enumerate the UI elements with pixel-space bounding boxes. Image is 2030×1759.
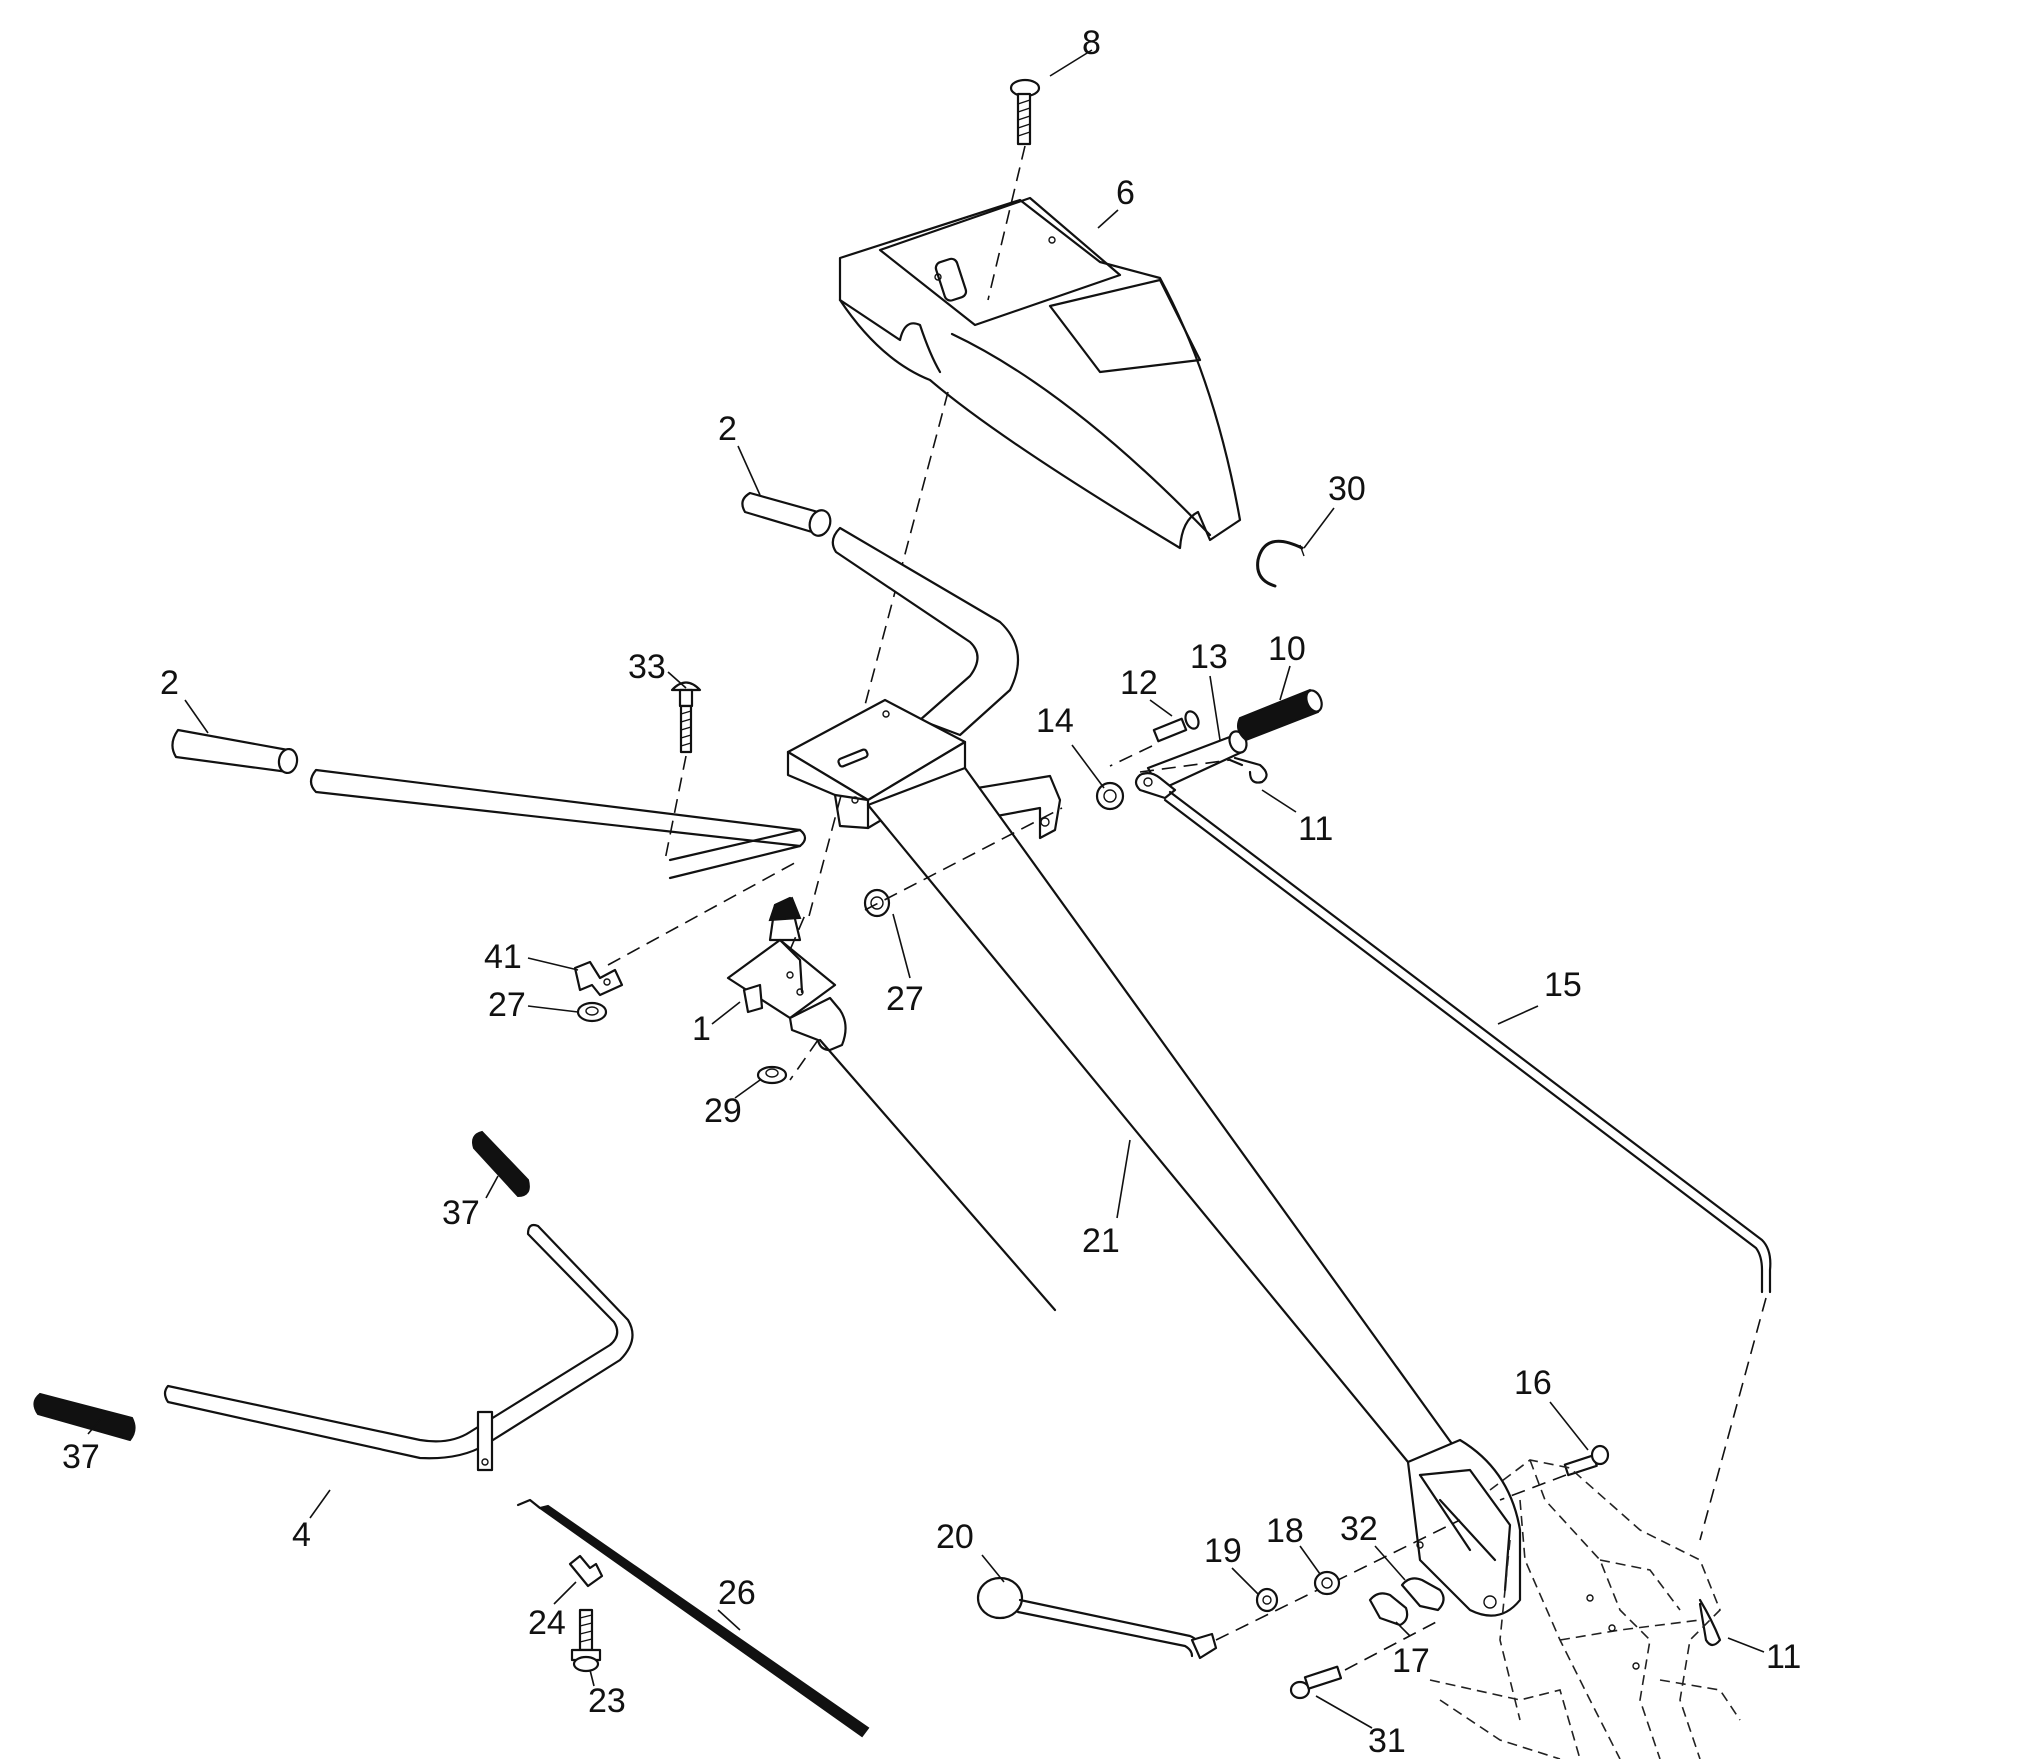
part-1-control-bracket [726, 896, 847, 1052]
part-18-nut [1313, 1570, 1341, 1596]
leader-8-dash [987, 145, 1026, 301]
part-14-spacer [1095, 781, 1125, 811]
part-4-drive-lever [163, 1223, 634, 1472]
part-15-shift-rod [1134, 771, 1772, 1294]
callout-37-upper: 37 [442, 1194, 480, 1232]
leader-33-dash [664, 755, 687, 861]
part-21-handle-tube [866, 766, 1522, 1617]
callout-10: 10 [1268, 630, 1306, 668]
part-2-grip-upper [741, 491, 832, 537]
callout-26: 26 [718, 1574, 756, 1612]
callout-6: 6 [1116, 174, 1135, 212]
callout-11-upper: 11 [1298, 810, 1333, 848]
callout-32: 32 [1340, 1510, 1378, 1548]
part-16-bolt [1563, 1444, 1610, 1477]
leader-41-dash [607, 859, 801, 966]
leader-12-dash [1109, 745, 1153, 767]
leader-31-dash [1344, 1619, 1441, 1671]
leader-1-dash [789, 1039, 819, 1081]
callout-12: 12 [1120, 664, 1158, 702]
part-2-grip-left [171, 728, 299, 775]
part-26-cable [516, 1498, 870, 1738]
part-6-console-cover [838, 196, 1242, 550]
part-11-hairpin-upper [1228, 756, 1268, 784]
callout-1: 1 [692, 1010, 711, 1048]
callout-23: 23 [588, 1682, 626, 1720]
leader-27-dash [864, 807, 1063, 911]
callout-20: 20 [936, 1518, 974, 1556]
leader-11-dash [1139, 759, 1231, 773]
leader-1b-dash [789, 914, 806, 951]
part-23-bolt [570, 1608, 602, 1673]
phantom-tiller-frame [1429, 1459, 1741, 1759]
part-37-grip-left [33, 1392, 136, 1442]
control-cable-upper [818, 1038, 1057, 1312]
callout-33: 33 [628, 648, 666, 686]
leader-16-dash [1499, 1474, 1567, 1501]
part-29-nut [756, 1065, 788, 1085]
callout-8: 8 [1082, 24, 1101, 62]
callout-24: 24 [528, 1604, 566, 1642]
callout-2-left: 2 [160, 664, 179, 702]
handlebar-tube [309, 526, 1020, 880]
callout-27-left: 27 [488, 986, 526, 1024]
assembly-axis-main [807, 391, 949, 921]
callout-17: 17 [1392, 1642, 1430, 1680]
callout-27-right: 27 [886, 980, 924, 1018]
callout-11-lower: 11 [1766, 1638, 1801, 1676]
leader-15-dash [1699, 1297, 1767, 1541]
callout-4: 4 [292, 1516, 311, 1554]
callout-leaders [87, 49, 1765, 1729]
callout-41: 41 [484, 938, 522, 976]
part-41-clip [573, 960, 624, 997]
part-17-pad [1368, 1592, 1409, 1627]
part-31-bolt [1289, 1665, 1343, 1700]
callout-29: 29 [704, 1092, 742, 1130]
callout-2-upper: 2 [718, 410, 737, 448]
callout-15: 15 [1544, 966, 1582, 1004]
part-19-washer [1255, 1587, 1279, 1613]
part-33-carriage-bolt [670, 681, 702, 754]
part-27-nut-left [576, 1001, 608, 1023]
part-12-bolt [1152, 710, 1200, 743]
callout-21: 21 [1082, 1222, 1120, 1260]
callout-14: 14 [1036, 702, 1074, 740]
callout-37-left: 37 [62, 1438, 100, 1476]
part-10-knob-grip [1237, 688, 1323, 742]
callout-13: 13 [1190, 638, 1228, 676]
callout-labels: 8 6 2 30 2 33 10 12 13 14 11 41 27 27 1 … [62, 24, 1801, 1759]
part-24-clip [568, 1554, 604, 1588]
part-30-clip-ring [1256, 539, 1305, 588]
part-32-pad [1400, 1577, 1445, 1612]
part-20-knob-lever [976, 1576, 1218, 1660]
callout-16: 16 [1514, 1364, 1552, 1402]
callout-18: 18 [1266, 1512, 1304, 1550]
callout-19: 19 [1204, 1532, 1242, 1570]
part-11-hairpin-lower [1698, 1598, 1722, 1647]
part-8-screw [1009, 78, 1041, 146]
part-37-grip-upper [472, 1130, 530, 1198]
callout-30: 30 [1328, 470, 1366, 508]
callout-31: 31 [1368, 1722, 1406, 1759]
